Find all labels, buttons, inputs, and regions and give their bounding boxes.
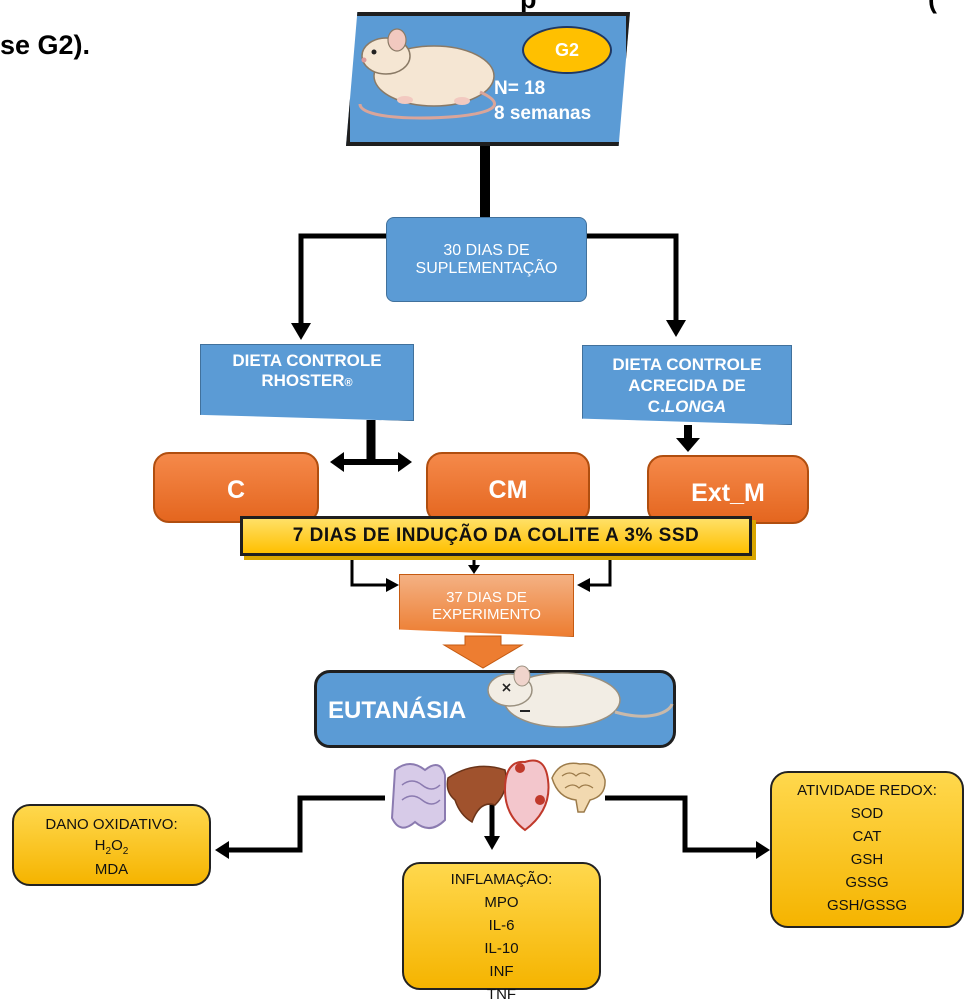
redox-title: ATIVIDADE REDOX: (797, 782, 937, 799)
connector-right-to-experiment (588, 555, 612, 587)
diet-curcuma-line3: C.LONGA (647, 396, 727, 416)
inflammation-box: INFLAMAÇÃO: MPO IL-6 IL-10 INF TNF (402, 862, 601, 1003)
arrowhead-to-extm (676, 438, 700, 452)
group-extm-box: Ext_M (647, 455, 809, 524)
arrowhead-center-experiment (468, 565, 480, 574)
oxidative-mda: MDA (94, 861, 129, 878)
arrowhead-left-experiment (386, 578, 399, 592)
inflammation-item: IL-6 (488, 917, 515, 934)
group-cm-box: CM (426, 452, 590, 523)
header-fragment-right: ( (928, 0, 937, 15)
header-fragment-top: p (520, 0, 965, 15)
group-extm-label: Ext_M (691, 479, 765, 507)
inflammation-item: IL-10 (484, 940, 519, 957)
arrowhead-diet-right (666, 320, 686, 337)
redox-activity-box: ATIVIDADE REDOX: SOD CAT GSH GSSG GSH/GS… (770, 771, 964, 928)
diet-control-line2: RHOSTER® (261, 371, 353, 390)
group-age: 8 semanas (494, 103, 592, 124)
group-n: N= 18 (494, 78, 546, 99)
inflammation-title: INFLAMAÇÃO: (450, 871, 553, 888)
diet-curcuma-box: DIETA CONTROLE ACRECIDA DE C.LONGA (582, 345, 792, 425)
arrowhead-to-cm (398, 452, 412, 472)
induction-label: 7 DIAS DE INDUÇÃO DA COLITE A 3% SSD (292, 525, 700, 546)
header-fragment-left: se G2). (0, 30, 91, 60)
inflammation-item: TNF (486, 986, 517, 1003)
group-c-box: C (153, 452, 319, 523)
redox-item: CAT (852, 828, 882, 845)
arrowhead-redox (756, 841, 770, 859)
arrowhead-oxidative (215, 841, 229, 859)
redox-item: GSSG (845, 874, 889, 891)
group-c-label: C (226, 476, 246, 504)
group-cm-label: CM (488, 476, 528, 504)
connector-to-oxidative (228, 795, 385, 853)
arrowhead-right-experiment (577, 578, 590, 592)
experiment-label: 37 DIAS DE EXPERIMENTO (432, 588, 541, 623)
supplementation-box: 30 DIAS DE SUPLEMENTAÇÃO (386, 217, 587, 302)
redox-item: GSH/GSSG (826, 897, 908, 914)
connector-left-to-experiment (350, 555, 388, 587)
connector-to-redox (605, 795, 757, 853)
connector-to-diet-right (587, 233, 679, 322)
induction-banner: 7 DIAS DE INDUÇÃO DA COLITE A 3% SSD (240, 516, 752, 556)
arrowhead-inflammation (484, 836, 500, 850)
inflammation-item: MPO (484, 894, 519, 911)
arrowhead-diet-left (291, 323, 311, 340)
inflammation-item: INF (489, 963, 514, 980)
group-badge: G2 (522, 26, 612, 74)
arrowhead-to-c (330, 452, 344, 472)
oxidative-damage-box: DANO OXIDATIVO: H2O2 MDA (12, 804, 211, 886)
connector-to-diet-left (298, 233, 388, 326)
group-badge-label: G2 (554, 39, 579, 60)
arrow-to-euthanasia (442, 635, 524, 669)
oxidative-h2o2: H2O2 (94, 837, 129, 857)
diet-curcuma-line1: DIETA CONTROLE (612, 354, 762, 374)
diet-curcuma-line2: ACRECIDA DE (628, 375, 746, 395)
experiment-box: 37 DIAS DE EXPERIMENTO (399, 574, 574, 637)
redox-item: GSH (850, 851, 884, 868)
diet-control-line1: DIETA CONTROLE (232, 351, 382, 370)
euthanasia-label: EUTANÁSIA (328, 697, 467, 724)
oxidative-title: DANO OXIDATIVO: (45, 816, 178, 833)
supplementation-label: 30 DIAS DE SUPLEMENTAÇÃO (415, 241, 558, 277)
redox-item: SOD (850, 805, 884, 822)
diet-control-box: DIETA CONTROLE RHOSTER® (200, 344, 414, 421)
